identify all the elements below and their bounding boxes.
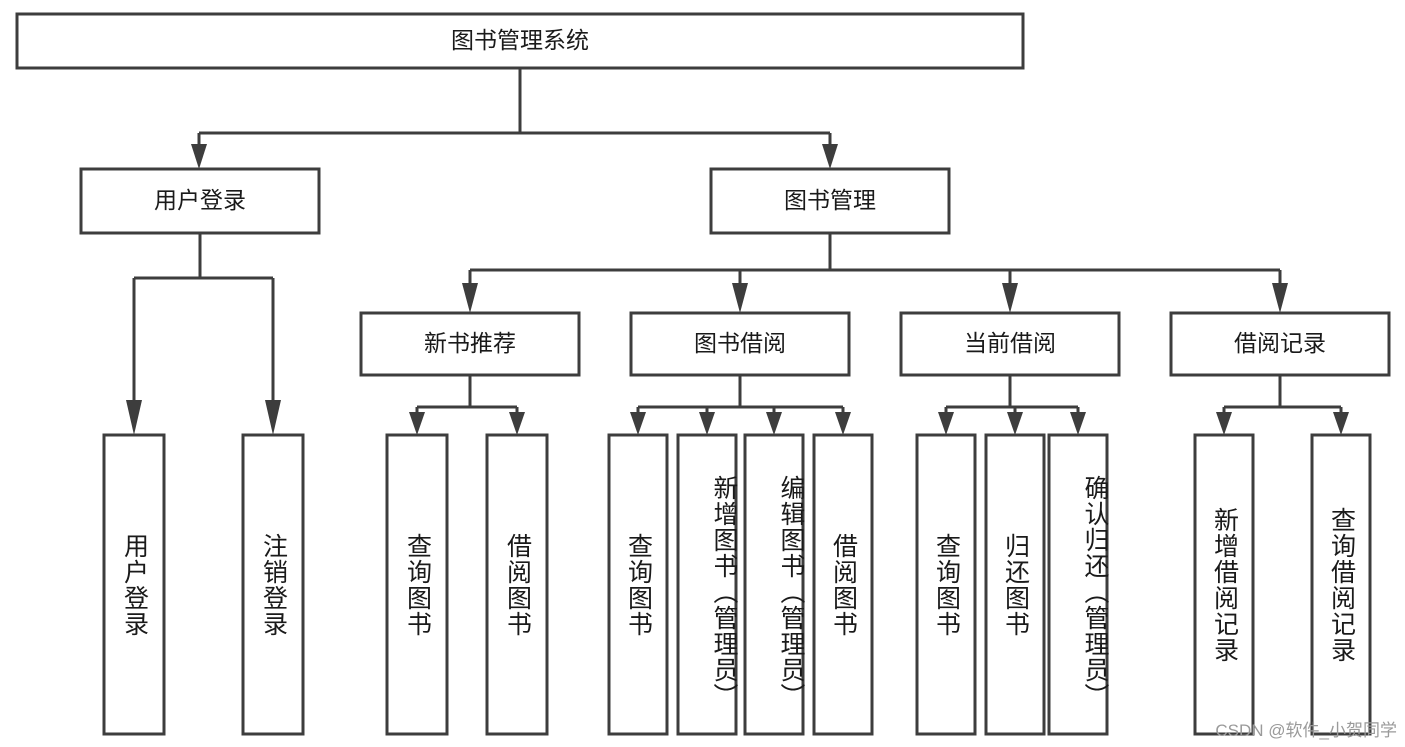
node-root[interactable]: 图书管理系统 [15, 12, 1025, 70]
node-user-login-label: 用户登录 [154, 187, 246, 213]
node-root-box[interactable] [15, 12, 1025, 70]
arrow-head-leaf-user-login [126, 400, 142, 435]
connector-group-newbookrec-to-leaves [409, 375, 525, 435]
connector-group-root-to-level2 [191, 68, 838, 169]
leaf-box-logout[interactable] [241, 433, 305, 736]
arrow-head-leaf-query-record [1333, 412, 1349, 435]
arrow-head-book-mgmt [822, 144, 838, 169]
arrow-head-book-borrow [732, 283, 748, 313]
node-borrow-record-label: 借阅记录 [1234, 330, 1326, 356]
node-book-borrow-label: 图书借阅 [694, 330, 786, 356]
node-current-borrow-box[interactable] [899, 311, 1121, 377]
node-book-management-box[interactable] [709, 167, 951, 235]
arrow-head-leaf-borrow-book-1 [509, 412, 525, 435]
connector-group-currentborrow-to-leaves [938, 375, 1086, 435]
node-borrow-record-box[interactable] [1169, 311, 1391, 377]
node-user-login[interactable]: 用户登录 [79, 167, 321, 235]
leaf-box-query-book-borrow[interactable] [607, 433, 669, 736]
arrow-head-leaf-confirm-return [1070, 412, 1086, 435]
arrow-head-leaf-query-book-1 [409, 412, 425, 435]
leaf-box-query-book-current[interactable] [915, 433, 977, 736]
arrow-head-leaf-add-book [699, 412, 715, 435]
arrow-head-leaf-query-book-3 [938, 412, 954, 435]
arrow-head-new-book-rec [462, 283, 478, 313]
node-current-borrow[interactable]: 当前借阅 [899, 311, 1121, 377]
node-root-label: 图书管理系统 [451, 27, 589, 53]
arrow-head-leaf-borrow-book-2 [835, 412, 851, 435]
arrow-head-current-borrow [1002, 283, 1018, 313]
node-user-login-box[interactable] [79, 167, 321, 235]
leaf-box-query-borrow-record[interactable] [1310, 433, 1372, 736]
node-book-borrow-box[interactable] [629, 311, 851, 377]
connector-group-bookmgmt-to-level3 [462, 233, 1288, 313]
node-new-book-recommend-box[interactable] [359, 311, 581, 377]
leaf-box-borrow-book[interactable] [812, 433, 874, 736]
csdn-watermark: CSDN @软件_小贺同学 [1215, 721, 1397, 740]
leaf-box-borrow-book-rec[interactable] [485, 433, 549, 736]
arrow-head-leaf-logout [265, 400, 281, 435]
connector-group-borrowrecord-to-leaves [1216, 375, 1349, 435]
node-new-book-recommend-label: 新书推荐 [424, 330, 516, 356]
leaf-box-query-book-rec[interactable] [385, 433, 449, 736]
node-new-book-recommend[interactable]: 新书推荐 [359, 311, 581, 377]
arrow-head-leaf-return-book [1007, 412, 1023, 435]
arrow-head-leaf-query-book-2 [630, 412, 646, 435]
node-book-management[interactable]: 图书管理 [709, 167, 951, 235]
arrow-head-leaf-add-record [1216, 412, 1232, 435]
leaf-box-add-book-admin[interactable] [676, 433, 738, 736]
arrow-head-leaf-edit-book [766, 412, 782, 435]
leaf-box-group [102, 433, 1372, 736]
connector-group-userlogin-to-leaves [126, 233, 281, 435]
leaf-box-user-login[interactable] [102, 433, 166, 736]
connector-group-bookborrow-to-leaves [630, 375, 851, 435]
arrow-head-borrow-record [1272, 283, 1288, 313]
arrow-head-user-login [191, 144, 207, 169]
leaf-box-edit-book-admin[interactable] [743, 433, 805, 736]
leaf-box-add-borrow-record[interactable] [1193, 433, 1255, 736]
node-borrow-record[interactable]: 借阅记录 [1169, 311, 1391, 377]
node-current-borrow-label: 当前借阅 [964, 330, 1056, 356]
node-book-borrow[interactable]: 图书借阅 [629, 311, 851, 377]
node-book-management-label: 图书管理 [784, 187, 876, 213]
leaf-box-return-book[interactable] [984, 433, 1046, 736]
leaf-box-confirm-return-admin[interactable] [1047, 433, 1109, 736]
